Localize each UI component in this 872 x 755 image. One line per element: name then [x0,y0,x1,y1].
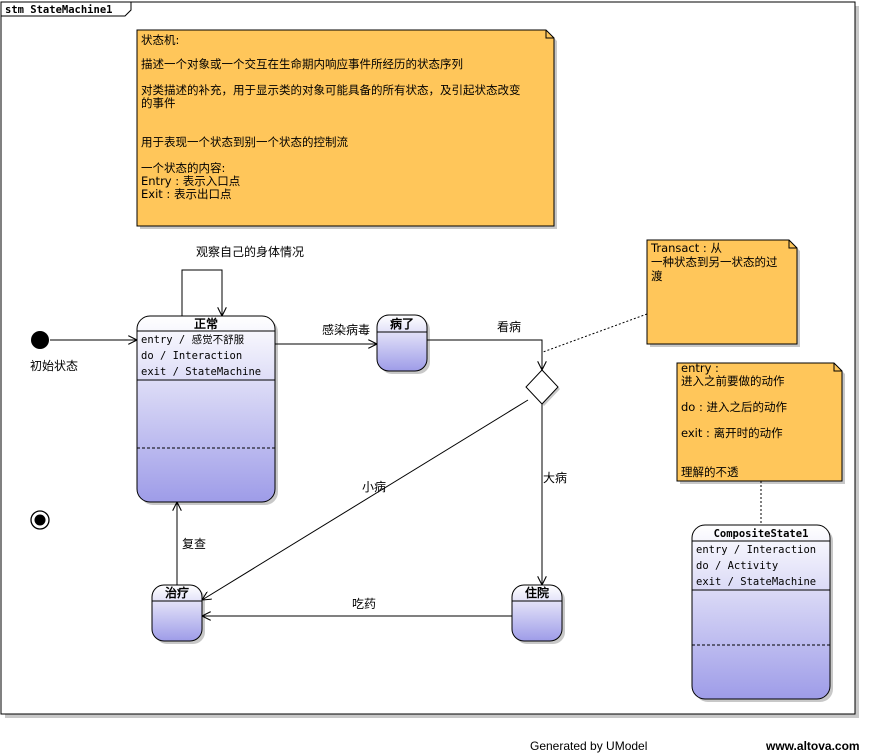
state-composite[interactable]: CompositeState1 entry / Interaction do /… [691,524,833,702]
state-normal-name: 正常 [194,316,218,331]
label-major: 大病 [543,470,567,485]
state-hospital-name: 住院 [525,585,549,600]
transition-minor[interactable] [202,399,529,600]
note-entry-do-exit: entry : 进入之前要做的动作 do : 进入之后的动作 exit : 离开… [676,361,845,524]
state-composite-actions: entry / Interaction do / Activity exit /… [696,544,822,588]
footer-site[interactable]: www.altova.com [766,739,860,753]
transitions [50,269,542,616]
transition-see-doctor[interactable] [427,339,542,370]
transition-self[interactable] [181,269,222,316]
label-infect: 感染病毒 [322,322,370,337]
initial-label: 初始状态 [30,359,78,373]
state-treat-name: 治疗 [165,585,189,600]
label-see-doctor: 看病 [497,319,521,334]
state-composite-name: CompositeState1 [714,528,809,540]
state-normal[interactable]: 正常 entry / 感觉不舒服 do / Interaction exit /… [136,315,278,505]
label-recheck: 复查 [182,537,206,551]
frame-title: stm StateMachine1 [5,4,112,16]
note-transact-anchor [542,313,648,353]
final-node[interactable] [30,510,50,530]
state-hospital[interactable]: 住院 [511,584,565,644]
footer-generated: Generated by UModel [530,739,648,753]
note-entry-text: entry : 进入之前要做的动作 do : 进入之后的动作 exit : 离开… [681,361,791,479]
note-main-text: 状态机: 描述一个对象或一个交互在生命期内响应事件所经历的状态序列 对类描述的补… [141,33,524,201]
initial-node[interactable] [31,331,49,349]
transition-labels: 观察自己的身体情况 感染病毒 看病 小病 大病 吃药 复查 [182,244,567,611]
choice-node[interactable] [525,369,560,406]
note-transact: Transact : 从 一种状态到另一状态的过 渡 [542,239,800,353]
note-transact-text: Transact : 从 一种状态到另一状态的过 渡 [650,241,781,283]
state-treat[interactable]: 治疗 [151,584,205,644]
label-self: 观察自己的身体情况 [196,244,304,259]
label-minor: 小病 [362,479,386,494]
state-sick-name: 病了 [390,316,414,331]
note-state-machine: 状态机: 描述一个对象或一个交互在生命期内响应事件所经历的状态序列 对类描述的补… [136,29,557,229]
label-medicine: 吃药 [352,597,376,611]
state-normal-actions: entry / 感觉不舒服 do / Interaction exit / St… [141,333,261,378]
state-sick[interactable]: 病了 [376,314,430,374]
